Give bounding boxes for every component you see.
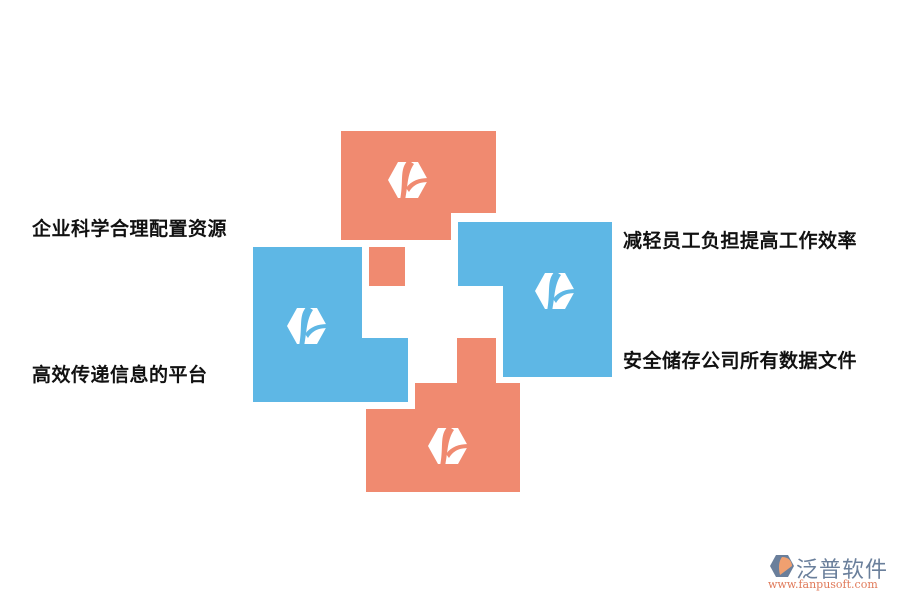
bottom-salmon-step	[415, 383, 520, 409]
fanpu-hexagon-icon	[388, 162, 428, 198]
fanpu-hexagon-icon	[287, 308, 327, 344]
top-salmon-lower	[341, 213, 451, 240]
bottom-salmon-tower	[457, 338, 496, 383]
small-salmon-square	[369, 247, 405, 286]
fanpu-hexagon-icon	[535, 273, 575, 309]
right-blue-upper	[458, 222, 612, 286]
fanpu-logo-icon	[770, 555, 794, 577]
left-blue-lower	[253, 338, 408, 402]
label-top-left: 企业科学合理配置资源	[32, 218, 228, 240]
label-bottom-right: 安全储存公司所有数据文件	[623, 350, 858, 372]
watermark-url: www.fanpusoft.com	[768, 578, 878, 591]
label-bottom-left: 高效传递信息的平台	[32, 364, 208, 386]
watermark-brand: 泛普软件	[796, 558, 889, 583]
label-top-right: 减轻员工负担提高工作效率	[623, 230, 858, 252]
fanpu-watermark: 泛普软件 www.fanpusoft.com	[768, 552, 893, 594]
fanpu-hexagon-icon	[428, 428, 468, 464]
